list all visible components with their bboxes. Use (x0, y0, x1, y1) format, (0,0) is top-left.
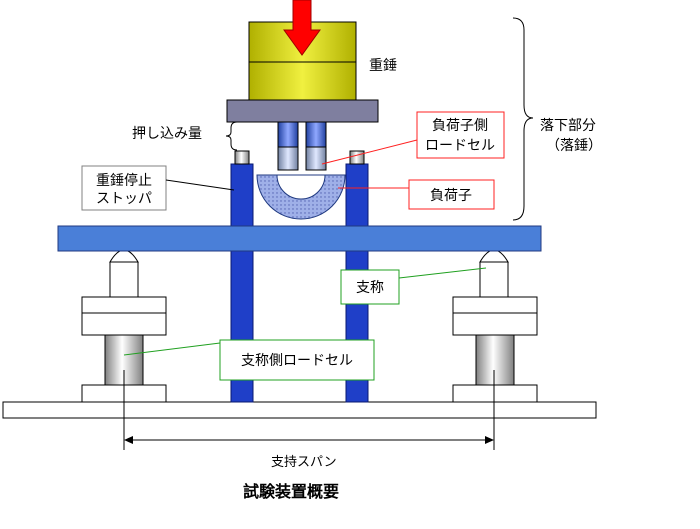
down-arrow-icon (283, 0, 321, 56)
weight-stopper-callout (81, 165, 167, 211)
support-span-label: 支持スパン (271, 455, 337, 470)
support-leader-right (398, 267, 487, 279)
load-side-cell-label-line1: 負荷子側 (432, 118, 488, 134)
weight-stopper-leader (165, 179, 235, 191)
right-stopper-cap (349, 150, 365, 165)
weight-stopper-label-line1: 重錘停止 (96, 172, 152, 189)
loading-nose-label: 負荷子 (430, 188, 472, 204)
load-side-load-cells (277, 121, 327, 171)
load-side-cell-label-line2: ロードセル (425, 138, 495, 154)
support-load-cell-leader (123, 342, 221, 356)
right-support (452, 249, 538, 403)
weight-stopper-label-line2: ストッパ (96, 191, 152, 207)
span-left-arrowhead (124, 436, 133, 444)
load-side-cell-callout (416, 111, 505, 159)
span-right-arrowhead (485, 436, 494, 444)
loading-nose (256, 174, 346, 220)
push-amount-label: 押し込み量 (132, 126, 202, 142)
left-support (81, 249, 167, 403)
specimen-beam (57, 225, 542, 252)
falling-part-brace (512, 17, 534, 221)
support-callout (340, 269, 400, 305)
left-stopper-cap (234, 150, 250, 165)
base-plate (2, 401, 597, 419)
load-side-cell-leader (321, 139, 418, 165)
support-label: 支称 (356, 280, 384, 296)
support-load-cell-label: 支称側ロードセル (241, 353, 353, 369)
falling-part-label-line1: 落下部分 (540, 118, 596, 134)
weight-label: 重錘 (369, 57, 397, 74)
right-support-load-cell (475, 334, 515, 386)
crosshead (226, 99, 379, 123)
falling-part-label-line2: （落錘） (546, 137, 602, 154)
support-load-cell-callout (219, 339, 375, 381)
push-amount-brace (225, 121, 238, 151)
diagram-title: 試験装置概要 (243, 482, 339, 501)
loading-nose-callout (408, 179, 495, 210)
